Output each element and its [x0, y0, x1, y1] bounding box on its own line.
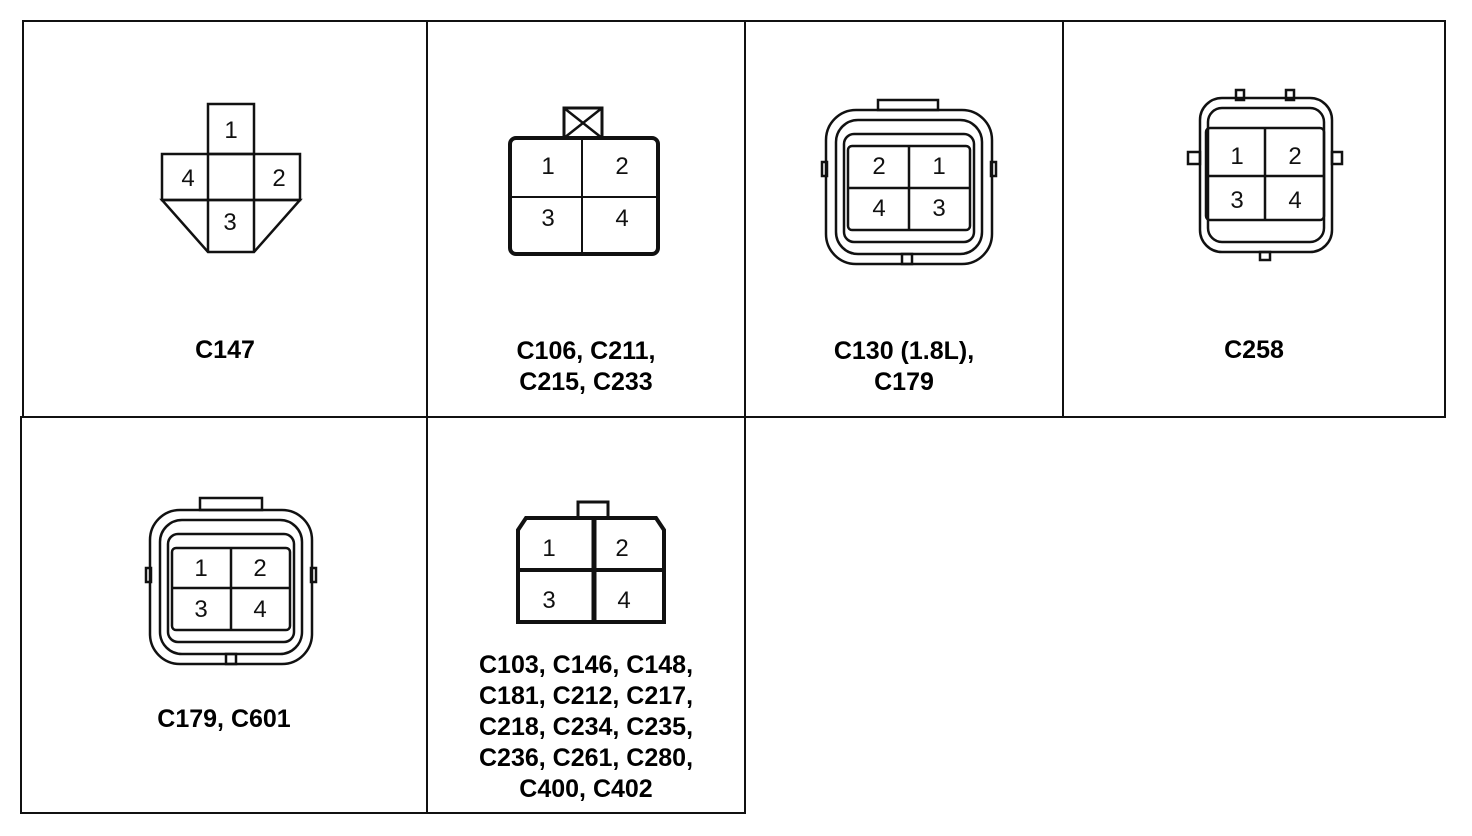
connector-id-text: C258 [1224, 336, 1284, 364]
connector-id-text: C236, C261, C280, [478, 744, 694, 772]
pin-label: 1 [542, 535, 555, 562]
pin-label: 3 [542, 587, 555, 614]
connector-id-text: C400, C402 [519, 775, 653, 803]
connector-id-text: C218, C234, C235, [478, 713, 694, 741]
pin-label: 1 [541, 153, 554, 180]
connector-face-c103: 1 2 3 4 [516, 500, 666, 624]
pin-label: 4 [1288, 187, 1301, 214]
pin-label: 1 [1230, 143, 1243, 170]
pin-label: 3 [1230, 187, 1243, 214]
connector-face-c147: 1 2 3 4 [159, 102, 303, 254]
pin-label: 2 [1288, 143, 1301, 170]
connector-face-c130: 2 1 4 3 [820, 98, 998, 266]
pin-label: 3 [194, 596, 207, 623]
connector-id-text: C179, C601 [157, 705, 291, 733]
connector-face-c106: 1 2 3 4 [508, 106, 660, 256]
connector-label: C103, C146, C148, C181, C212, C217, C218… [428, 650, 744, 805]
pin-label: 3 [223, 209, 236, 236]
pin-label: 2 [615, 535, 628, 562]
connector-label: C130 (1.8L), C179 [746, 336, 1062, 398]
connector-id-text: C106, C211, [516, 337, 656, 365]
pin-label: 1 [224, 117, 237, 144]
connector-face-c258: 1 2 3 4 [1186, 88, 1344, 262]
connector-cell-c179: 1 2 3 4 C179, C601 [20, 416, 428, 814]
pin-label: 4 [617, 587, 630, 614]
connector-cell-c258: 1 2 3 4 C258 [1062, 20, 1446, 418]
pin-label: 4 [615, 205, 628, 232]
connector-id-text: C181, C212, C217, [478, 682, 694, 710]
pin-label: 1 [194, 555, 207, 582]
connector-label: C258 [1064, 335, 1444, 366]
connector-face-c179: 1 2 3 4 [144, 496, 318, 666]
connector-id-text: C179 [874, 368, 934, 396]
connector-id-text: C215, C233 [519, 368, 653, 396]
pin-label: 1 [932, 153, 945, 180]
connector-cell-c106: 1 2 3 4 C106, C211, C215, C233 [426, 20, 746, 418]
pin-label: 4 [872, 195, 885, 222]
connector-cell-c147: 1 2 3 4 C147 [22, 20, 428, 418]
connector-cell-c103: 1 2 3 4 C103, C146, C148, C181, C212, C2… [426, 416, 746, 814]
pin-label: 2 [615, 153, 628, 180]
pin-label: 4 [181, 165, 194, 192]
pin-label: 3 [541, 205, 554, 232]
pin-label: 2 [272, 165, 285, 192]
connector-label: C179, C601 [22, 704, 426, 735]
pin-label: 2 [253, 555, 266, 582]
pin-label: 2 [872, 153, 885, 180]
connector-cell-c130: 2 1 4 3 C130 (1.8L), C179 [744, 20, 1064, 418]
pin-label: 4 [253, 596, 266, 623]
connector-label: C106, C211, C215, C233 [428, 336, 744, 398]
connector-label: C147 [24, 335, 426, 366]
pin-label: 3 [932, 195, 945, 222]
connector-id-text: C130 (1.8L), [833, 337, 975, 365]
connector-id-text: C103, C146, C148, [478, 651, 694, 679]
connector-id-text: C147 [195, 336, 255, 364]
